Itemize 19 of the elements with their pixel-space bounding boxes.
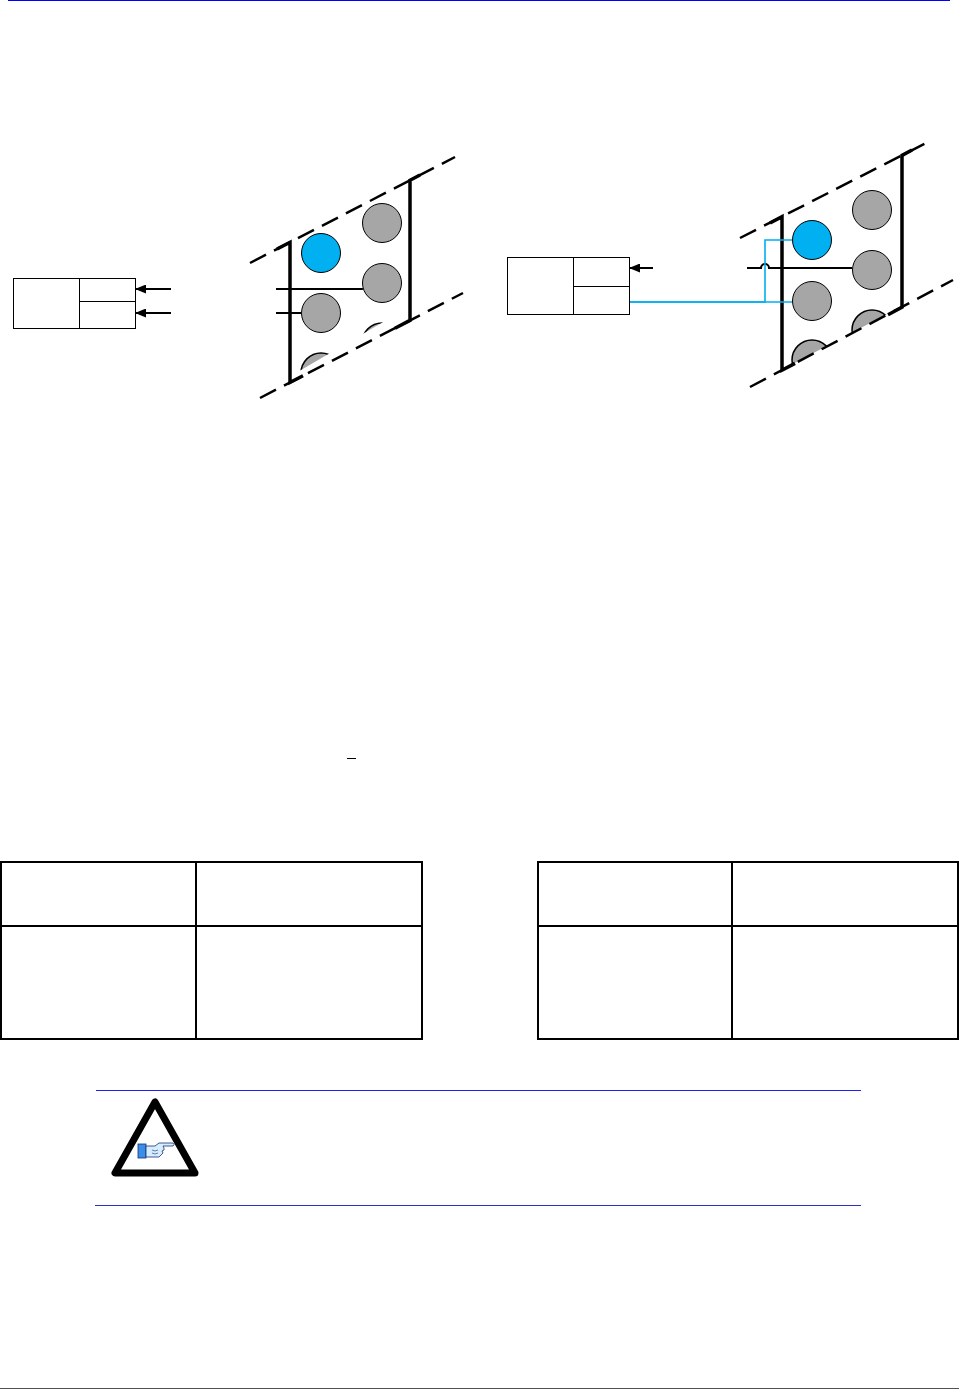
connector-pin bbox=[852, 250, 892, 290]
arrow bbox=[134, 284, 172, 294]
wire-line bbox=[275, 312, 302, 314]
arrow bbox=[134, 308, 172, 318]
wire-line bbox=[746, 263, 854, 269]
connector-pin bbox=[792, 281, 832, 321]
register-box bbox=[507, 257, 630, 315]
connector-pin bbox=[362, 263, 402, 303]
register-cell bbox=[573, 258, 629, 287]
highlighted-pin bbox=[301, 233, 341, 273]
arrow bbox=[628, 263, 654, 273]
connector-pin bbox=[301, 293, 341, 333]
register-box bbox=[13, 278, 136, 329]
register-cell bbox=[79, 279, 135, 302]
wire-line bbox=[628, 301, 793, 303]
wire-line bbox=[275, 288, 364, 290]
highlighted-pin bbox=[792, 220, 832, 260]
connector-pin bbox=[852, 190, 892, 230]
connector-pin bbox=[362, 203, 402, 243]
